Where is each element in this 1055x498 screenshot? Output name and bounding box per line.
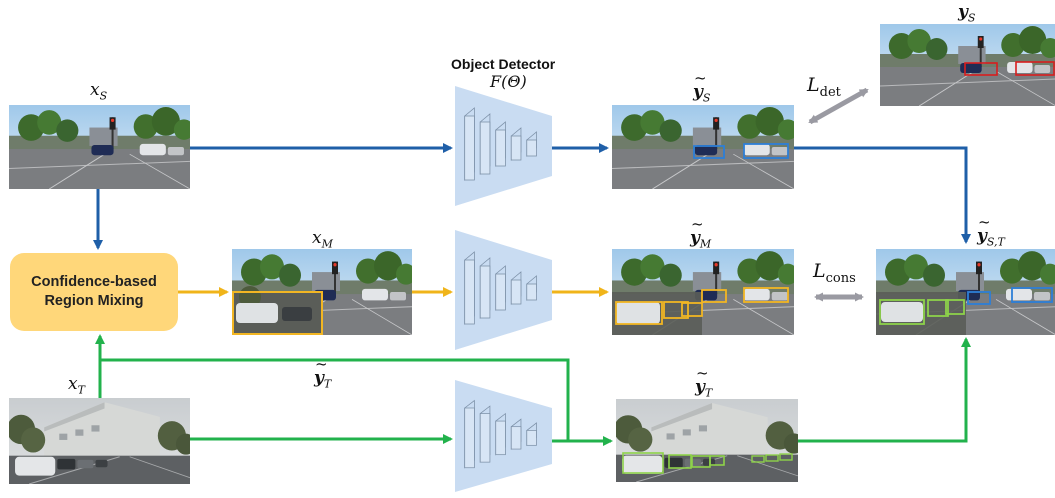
mixing-box-line1: Confidence-based — [31, 274, 157, 290]
label-loss-cons: Lcons — [813, 260, 856, 286]
label-y-m-prediction: yM — [690, 215, 711, 250]
label-y-t-prediction: yT — [695, 364, 712, 399]
target-prediction-image — [616, 399, 798, 482]
detector-middle — [455, 230, 552, 350]
label-x-t: xT — [68, 374, 85, 397]
mixed-prediction-image — [612, 249, 794, 335]
label-loss-det: Ldet — [807, 74, 841, 100]
label-y-t-pseudo: yT — [314, 355, 331, 390]
detector-bottom — [455, 380, 552, 492]
det-loss-arrow — [808, 87, 869, 125]
detector-formula: F(Θ) — [490, 72, 527, 91]
region-mixing-module: Confidence-based Region Mixing — [10, 253, 178, 331]
source-image-xs — [9, 105, 190, 189]
combined-pseudo-label-image — [876, 249, 1055, 335]
source-flow-arrows — [93, 143, 971, 250]
ground-truth-image-ys — [880, 24, 1055, 106]
mixed-image-xm — [232, 249, 412, 335]
detector-top — [455, 86, 552, 206]
label-y-s-prediction: yS — [693, 69, 710, 104]
label-x-m: xM — [312, 228, 333, 251]
label-y-s-ground-truth: yS — [958, 2, 976, 25]
label-y-st: yS,T — [977, 213, 1005, 248]
detector-title: Object Detector — [451, 56, 556, 72]
target-flow-arrows — [95, 334, 971, 446]
label-x-s: xS — [90, 80, 108, 103]
target-image-xt — [9, 398, 190, 484]
source-prediction-image — [612, 105, 794, 189]
mixing-box-line2: Region Mixing — [44, 293, 144, 309]
